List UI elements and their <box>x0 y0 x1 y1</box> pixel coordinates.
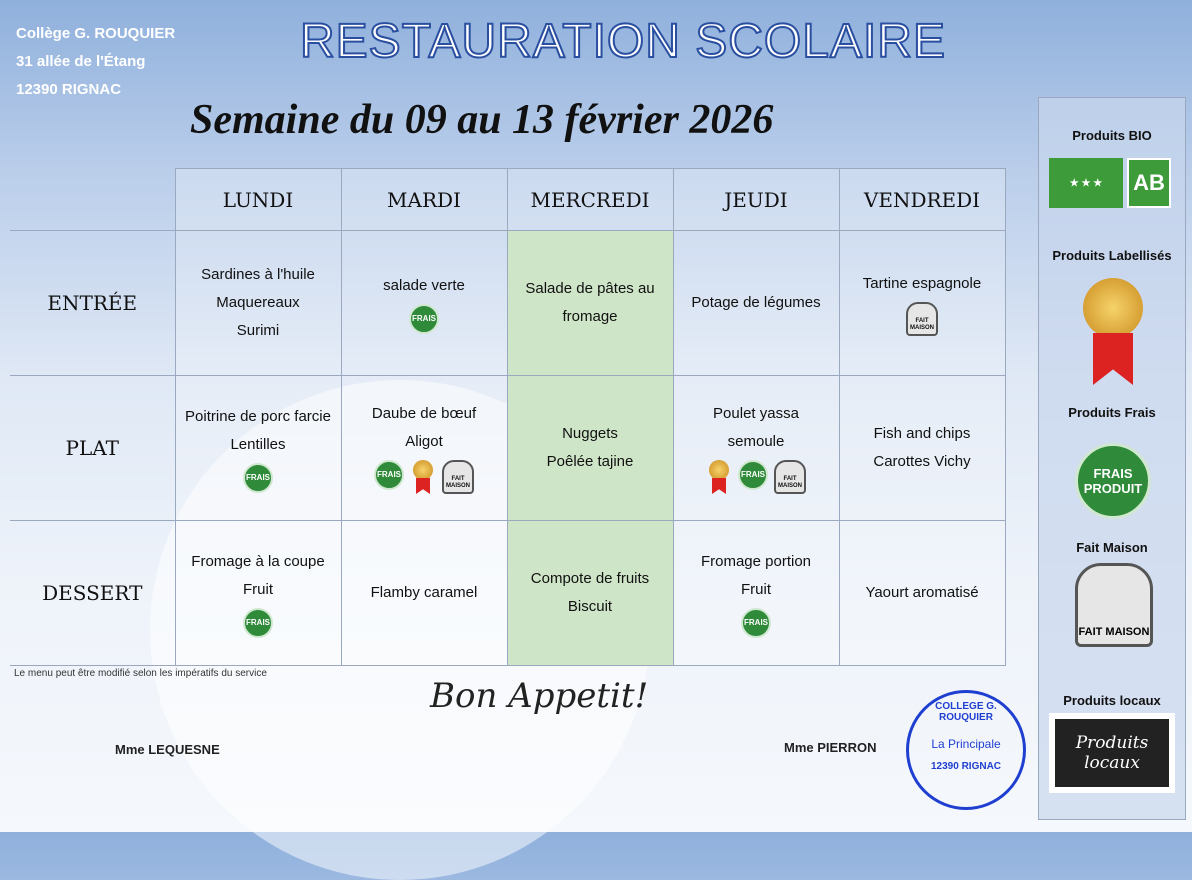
chef-hat-icon: FAIT MAISON <box>906 302 938 336</box>
locaux-board: Produits locaux <box>1055 719 1169 787</box>
day-header: MARDI <box>340 168 508 231</box>
menu-item: Fruit <box>741 581 771 598</box>
day-header: JEUDI <box>672 168 840 231</box>
medal-icon <box>410 460 436 496</box>
menu-item: Nuggets <box>562 425 618 442</box>
frais-icon: FRAIS <box>243 608 273 638</box>
frais-icon: FRAIS PRODUIT <box>1075 443 1151 519</box>
corner <box>10 168 175 231</box>
bon-appetit: Bon Appetit! <box>430 676 649 716</box>
school-street: 31 allée de l'Étang <box>16 53 146 70</box>
school-name: Collège G. ROUQUIER <box>16 25 176 42</box>
menu-item: Flamby caramel <box>370 584 478 601</box>
frais-icon: FRAIS <box>409 304 439 334</box>
menu-item: Carottes Vichy <box>873 453 971 470</box>
signature-left: Mme LEQUESNE <box>115 742 220 757</box>
menu-item: Compote de fruits <box>530 570 650 587</box>
menu-cell: Potage de légumes <box>672 230 840 376</box>
menu-item: Fruit <box>243 581 273 598</box>
menu-item: Poêlée tajine <box>546 453 634 470</box>
frais-icon: FRAIS <box>741 608 771 638</box>
signature-right: Mme PIERRON <box>784 740 877 755</box>
menu-cell: Salade de pâtes au fromage <box>506 230 674 376</box>
menu-item: Poitrine de porc farcie <box>185 408 331 425</box>
menu-item: Potage de légumes <box>691 294 821 311</box>
menu-item: Fish and chips <box>873 425 971 442</box>
menu-item: Poulet yassa <box>713 405 799 422</box>
legend-bio: Produits BIO <box>1072 128 1152 143</box>
day-header: LUNDI <box>174 168 342 231</box>
chef-hat-icon: FAIT MAISON <box>442 460 474 494</box>
menu-cell: Yaourt aromatisé <box>838 520 1006 666</box>
bio-logo: ★ ★ ★AB <box>1049 158 1179 208</box>
chef-hat-icon: FAIT MAISON <box>774 460 806 494</box>
page-title: RESTAURATION SCOLAIRE <box>299 14 946 69</box>
ab-logo: AB <box>1127 158 1171 208</box>
menu-item: semoule <box>727 433 785 450</box>
menu-item: Fromage portion <box>700 553 812 570</box>
disclaimer-note: Le menu peut être modifié selon les impé… <box>14 668 267 679</box>
week-subtitle: Semaine du 09 au 13 février 2026 <box>190 97 774 143</box>
day-header: MERCREDI <box>506 168 674 231</box>
chef-hat-icon: FAIT MAISON <box>1075 563 1153 647</box>
menu-item: salade verte <box>383 277 465 294</box>
row-label: ENTRÉE <box>10 230 176 376</box>
school-address: Collège G. ROUQUIER 31 allée de l'Étang … <box>16 20 175 104</box>
legend-maison: Fait Maison <box>1076 540 1148 555</box>
legend-label: Produits Labellisés <box>1052 248 1172 263</box>
legend-frais: Produits Frais <box>1068 405 1156 420</box>
menu-cell: Flamby caramel <box>340 520 508 666</box>
medal-icon <box>706 460 732 496</box>
menu-item: Tartine espagnole <box>862 275 982 292</box>
school-stamp: COLLEGE G. ROUQUIER La Principale 12390 … <box>906 690 1026 810</box>
day-header: VENDREDI <box>838 168 1006 231</box>
stamp-top: COLLEGE G. ROUQUIER <box>935 701 997 723</box>
frais-icon: FRAIS <box>243 463 273 493</box>
menu-item: Daube de bœuf <box>371 405 477 422</box>
menu-item: Sardines à l'huile <box>201 266 315 283</box>
frais-icon: FRAIS <box>738 460 768 490</box>
menu-item: Fromage à la coupe <box>191 553 325 570</box>
frais-icon: FRAIS <box>374 460 404 490</box>
locaux-logo: Produits locaux <box>1049 713 1175 793</box>
menu-item: Lentilles <box>230 436 286 453</box>
stamp-bottom: 12390 RIGNAC <box>930 761 1002 772</box>
menu-item: Salade de pâtes au fromage <box>525 280 655 325</box>
menu-item: Surimi <box>236 322 280 339</box>
stamp-middle: La Principale <box>931 737 1001 751</box>
medal-icon <box>1081 278 1145 388</box>
row-label: DESSERT <box>10 520 176 666</box>
menu-item: Yaourt aromatisé <box>865 584 979 601</box>
menu-item: Aligot <box>405 433 443 450</box>
legend-panel: Produits BIO ★ ★ ★AB Produits Labellisés… <box>1038 97 1186 820</box>
legend-locaux: Produits locaux <box>1063 693 1161 708</box>
eu-organic-icon: ★ ★ ★ <box>1049 158 1123 208</box>
row-label: PLAT <box>10 375 176 521</box>
menu-item: Biscuit <box>567 598 613 615</box>
school-city: 12390 RIGNAC <box>16 81 122 98</box>
menu-item: Maquereaux <box>216 294 300 311</box>
